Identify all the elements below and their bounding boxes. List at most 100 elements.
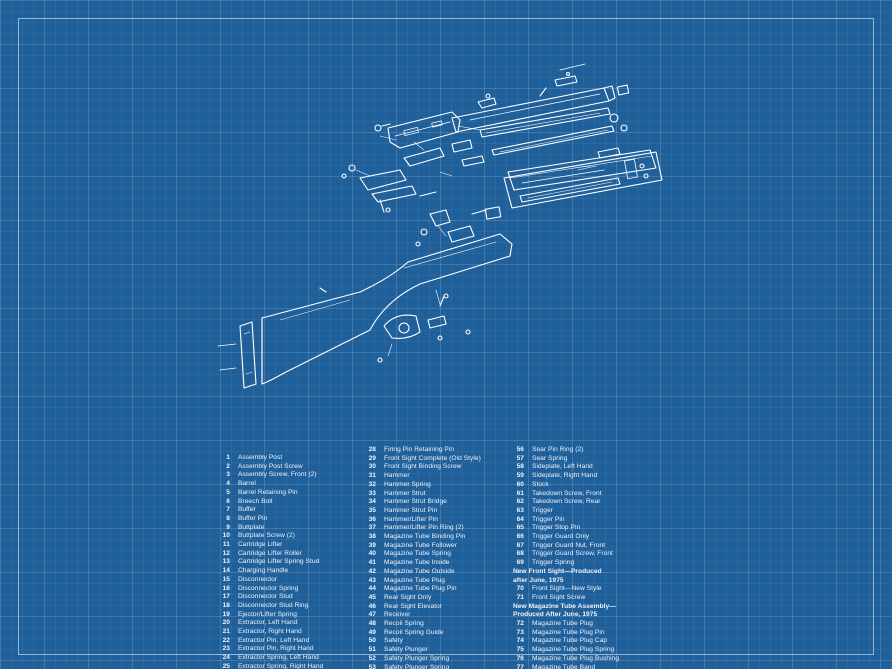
legend-part-name: Cartridge Lifter (238, 541, 283, 549)
legend-part-number: 66 (516, 533, 524, 541)
legend-part-number: 34 (368, 498, 376, 506)
legend-part-name: Hammer Strut (384, 489, 426, 497)
legend-part-number: 25 (222, 662, 230, 669)
legend-row: New Magazine Tube Assembly— (513, 603, 619, 612)
legend-part-number: 74 (516, 637, 524, 645)
buttplate-part (218, 322, 256, 388)
legend-part-name: Stock (532, 480, 549, 488)
leader-lines (356, 126, 596, 356)
legend-part-number: 53 (368, 663, 376, 669)
legend-part-number: 8 (226, 514, 230, 522)
breech-bolt-part (375, 124, 484, 166)
legend-part-number: 51 (368, 646, 376, 654)
legend-part-number: 52 (368, 654, 376, 662)
legend-part-name: Recoil Spring (384, 620, 424, 628)
legend-part-number: 24 (222, 654, 230, 662)
legend-part-name: Buffer (238, 506, 256, 514)
legend-part-name: Disconnector Stud Ring (238, 601, 309, 609)
legend-part-name: Safety Plunger (384, 646, 428, 654)
legend-row: after June, 1975 (513, 577, 619, 586)
legend-part-name: Hammer Strut Bridge (384, 498, 447, 506)
legend-part-name: Sideplate, Left Hand (532, 463, 593, 471)
legend-part-name: Safety Plunger Spring (384, 663, 450, 669)
legend-part-name: Extractor Pin, Right Hand (238, 645, 314, 653)
legend-row: 53 Safety Plunger Spring (365, 664, 481, 669)
legend-part-number: 59 (516, 472, 524, 480)
legend-part-number: 19 (222, 610, 230, 618)
legend-part-name: Extractor Spring, Left Hand (238, 654, 319, 662)
legend-part-name: Front Sight Complete (Old Style) (384, 454, 481, 462)
trigger-group-parts (342, 165, 501, 246)
legend-part-number: 47 (368, 611, 376, 619)
legend-part-name: Extractor Spring, Right Hand (238, 662, 324, 669)
legend-row: 34 Hammer Strut Bridge (365, 498, 481, 507)
legend-part-name: Magazine Tube Inside (384, 559, 450, 567)
legend-part-name: Safety Plunger Spring (384, 654, 450, 662)
legend-part-name: Assembly Screw, Front (2) (238, 471, 317, 479)
legend-part-number: 10 (222, 532, 230, 540)
legend-row: 8 Buffer Pin (219, 515, 323, 524)
legend-part-name: Front Sight Binding Screw (384, 463, 462, 471)
legend-row: 52 Safety Plunger Spring (365, 655, 481, 664)
barrel-part (452, 86, 615, 132)
legend-note: after June, 1975 (513, 576, 564, 584)
legend-part-name: Trigger Guard Nut, Front (532, 541, 606, 549)
legend-row: 24 Extractor Spring, Left Hand (219, 654, 323, 663)
legend-part-name: Safety (384, 637, 403, 645)
inset-box-new-magazine-tube (504, 148, 662, 208)
legend-part-number: 3 (226, 471, 230, 479)
legend-part-name: Trigger (532, 506, 553, 514)
legend-part-number: 50 (368, 637, 376, 645)
legend-part-name: Hammer Spring (384, 480, 431, 488)
legend-row: 1 Assembly Post (219, 454, 323, 463)
legend-part-name: Assembly Post (238, 454, 283, 461)
legend-part-number: 57 (516, 454, 524, 462)
legend-part-name: Buffer Pin (238, 514, 268, 522)
legend-part-number: 20 (222, 619, 230, 627)
legend-part-name: Charging Handle (238, 567, 289, 575)
legend-part-number: 35 (368, 506, 376, 514)
legend-part-name: Trigger Guard Screw, Front (532, 550, 613, 558)
legend-part-number: 38 (368, 533, 376, 541)
legend-part-name: Magazine Tube Outside (384, 567, 455, 575)
legend-part-number: 5 (226, 488, 230, 496)
legend-part-name: Receiver (384, 611, 411, 619)
legend-part-number: 1 (226, 454, 230, 461)
legend-part-number: 15 (222, 575, 230, 583)
legend-part-number: 21 (222, 628, 230, 636)
legend-part-number: 58 (516, 463, 524, 471)
stock-part (262, 234, 512, 384)
legend-part-name: Firing Pin Retaining Pin (384, 446, 455, 453)
legend-part-name: Disconnector Spring (238, 584, 299, 592)
